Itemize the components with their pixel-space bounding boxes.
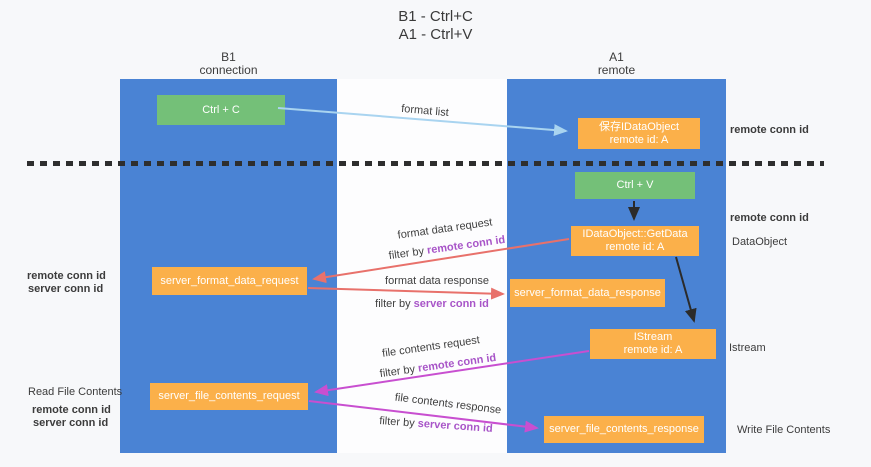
left-column-name: B1: [221, 50, 236, 64]
left-server-conn-id-label-1: server conn id: [28, 283, 104, 295]
server-format-data-response-box: server_format_data_response: [510, 279, 665, 307]
getdata-line1: IDataObject::GetData: [582, 228, 688, 240]
server-file-contents-request-label: server_file_contents_request: [158, 390, 300, 402]
diagram-title-line2: A1 - Ctrl+V: [398, 26, 473, 43]
left-remote-conn-id-label-2: remote conn id: [32, 404, 111, 416]
ctrl-v-label: Ctrl + V: [616, 179, 654, 191]
server-file-contents-response-box: server_file_contents_response: [544, 416, 704, 443]
server-file-contents-response-label: server_file_contents_response: [549, 423, 699, 435]
diagram-title-line1: B1 - Ctrl+C: [398, 8, 473, 25]
save-idataobject-line1: 保存IDataObject: [598, 120, 680, 133]
filter-by-server-conn-id-label-1: filter by server conn id: [375, 298, 489, 310]
ctrl-c-label: Ctrl + C: [202, 103, 240, 116]
istream-box: IStream remote id: A: [590, 329, 716, 359]
server-conn-id-text: server conn id: [413, 298, 489, 310]
getdata-line2: remote id: A: [605, 241, 665, 253]
format-data-response-label: format data response: [385, 275, 489, 287]
server-format-data-response-label: server_format_data_response: [514, 286, 661, 299]
dataobject-label: DataObject: [732, 236, 788, 248]
right-remote-conn-id-label-2: remote conn id: [730, 212, 809, 224]
ctrl-v-box: Ctrl + V: [575, 172, 695, 199]
server-format-data-request-label: server_format_data_request: [160, 274, 299, 287]
write-file-contents-label: Write File Contents: [737, 424, 831, 436]
right-column-name: A1: [609, 50, 624, 64]
left-remote-conn-id-label-1: remote conn id: [27, 270, 106, 282]
left-column-header: B1 connection: [120, 51, 337, 77]
idataobject-getdata-box: IDataObject::GetData remote id: A: [571, 226, 699, 256]
left-column-subtitle: connection: [199, 63, 258, 77]
save-idataobject-box: 保存IDataObject remote id: A: [578, 118, 700, 149]
left-server-conn-id-label-2: server conn id: [33, 417, 109, 429]
save-idataobject-line2: remote id: A: [609, 133, 669, 146]
filter-by-text: filter by: [375, 298, 414, 310]
istream-line1: IStream: [633, 331, 673, 343]
session-divider-dashed-line: [27, 161, 824, 166]
istream-side-label: Istream: [729, 342, 766, 354]
read-file-contents-label: Read File Contents: [28, 386, 123, 398]
right-remote-conn-id-label-1: remote conn id: [730, 124, 809, 136]
server-format-data-request-box: server_format_data_request: [152, 267, 307, 295]
ctrl-c-box: Ctrl + C: [157, 95, 285, 125]
right-column-header: A1 remote: [507, 51, 726, 77]
right-column-subtitle: remote: [597, 63, 636, 77]
istream-line2: remote id: A: [623, 344, 683, 356]
server-file-contents-request-box: server_file_contents_request: [150, 383, 308, 410]
